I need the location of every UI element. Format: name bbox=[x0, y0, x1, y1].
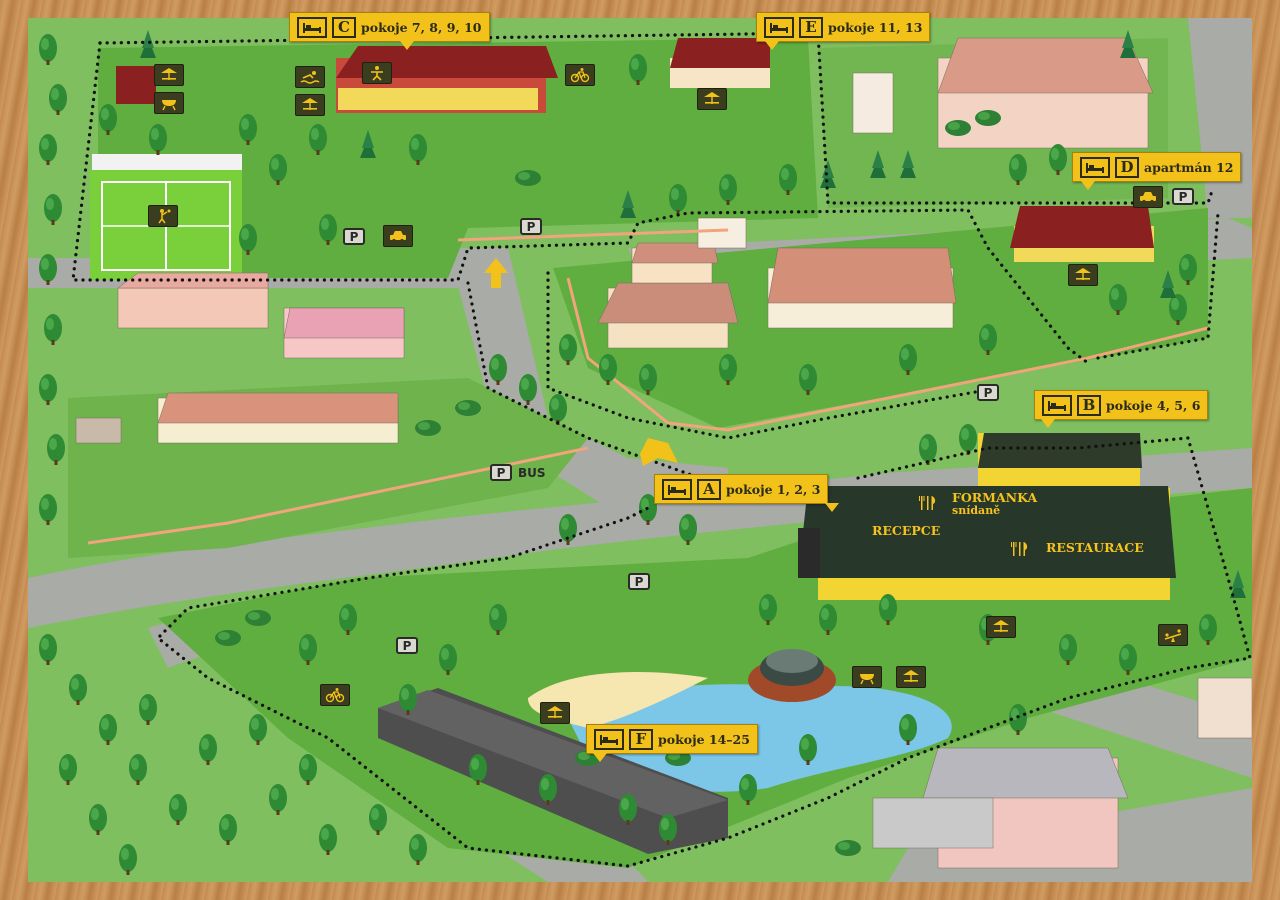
callout-text: pokoje 14–25 bbox=[658, 731, 750, 747]
car-icon bbox=[1133, 186, 1163, 208]
callout-building-f[interactable]: F pokoje 14–25 bbox=[586, 724, 758, 762]
gazebo bbox=[748, 649, 836, 702]
bed-icon bbox=[764, 16, 794, 38]
callout-building-d[interactable]: D apartmán 12 bbox=[1072, 152, 1242, 190]
bed-icon bbox=[662, 478, 692, 500]
parking-sign-icon: P bbox=[977, 384, 999, 401]
callout-letter: A bbox=[697, 478, 721, 500]
parking-sign-icon: P bbox=[490, 464, 512, 481]
tennis-icon bbox=[148, 205, 178, 227]
callout-building-b[interactable]: B pokoje 4, 5, 6 bbox=[1034, 390, 1209, 428]
fitness-icon bbox=[362, 62, 392, 84]
parking-sign-icon: P bbox=[1172, 188, 1194, 205]
parking-sign-icon: P bbox=[396, 637, 418, 654]
parking-sign-icon: P bbox=[520, 218, 542, 235]
resort-map bbox=[28, 18, 1252, 882]
table-umbrella-icon bbox=[295, 94, 325, 116]
arrow-north bbox=[484, 258, 508, 288]
label-snidane: snídaně bbox=[952, 504, 1001, 517]
label-recepce: RECEPCE bbox=[872, 523, 941, 538]
callout-letter: D bbox=[1115, 156, 1139, 178]
cycling-icon bbox=[565, 64, 595, 86]
arrow-east bbox=[640, 438, 678, 466]
table-umbrella-icon bbox=[540, 702, 570, 724]
main-building-formanka bbox=[798, 486, 1176, 600]
building-c bbox=[116, 46, 558, 113]
parking-sign-icon: P bbox=[628, 573, 650, 590]
callout-building-e[interactable]: E pokoje 11, 13 bbox=[756, 12, 931, 50]
table-umbrella-icon bbox=[154, 64, 184, 86]
table-umbrella-icon bbox=[1068, 264, 1098, 286]
playground-icon bbox=[1158, 624, 1188, 646]
building-d bbox=[1010, 206, 1154, 262]
callout-text: pokoje 1, 2, 3 bbox=[726, 481, 821, 497]
bed-icon bbox=[1080, 156, 1110, 178]
cycling-icon bbox=[320, 684, 350, 706]
table-umbrella-icon bbox=[896, 666, 926, 688]
callout-letter: E bbox=[799, 16, 823, 38]
table-umbrella-icon bbox=[697, 88, 727, 110]
pond bbox=[568, 684, 952, 792]
callout-letter: F bbox=[629, 728, 653, 750]
bed-icon bbox=[594, 728, 624, 750]
callout-text: apartmán 12 bbox=[1144, 159, 1234, 175]
callout-text: pokoje 11, 13 bbox=[828, 19, 923, 35]
car-icon bbox=[383, 225, 413, 247]
bus-stop-label: BUS bbox=[518, 466, 546, 480]
callout-letter: B bbox=[1077, 394, 1101, 416]
building-f bbox=[378, 688, 728, 854]
bed-icon bbox=[1042, 394, 1072, 416]
fork-knife-icon bbox=[918, 494, 940, 516]
callout-text: pokoje 7, 8, 9, 10 bbox=[361, 19, 482, 35]
callout-building-a[interactable]: A pokoje 1, 2, 3 bbox=[654, 474, 839, 512]
label-formanka: FORMANKA bbox=[952, 490, 1038, 505]
callout-text: pokoje 4, 5, 6 bbox=[1106, 397, 1201, 413]
callout-building-c[interactable]: C pokoje 7, 8, 9, 10 bbox=[289, 12, 490, 50]
table-umbrella-icon bbox=[986, 616, 1016, 638]
grill-icon bbox=[154, 92, 184, 114]
fork-knife-icon bbox=[1010, 540, 1032, 562]
swimming-icon bbox=[295, 66, 325, 88]
parking-sign-icon: P bbox=[343, 228, 365, 245]
grill-icon bbox=[852, 666, 882, 688]
callout-letter: C bbox=[332, 16, 356, 38]
building-e bbox=[670, 38, 770, 88]
bed-icon bbox=[297, 16, 327, 38]
building-b bbox=[978, 433, 1142, 489]
label-restaurace: RESTAURACE bbox=[1046, 540, 1144, 555]
